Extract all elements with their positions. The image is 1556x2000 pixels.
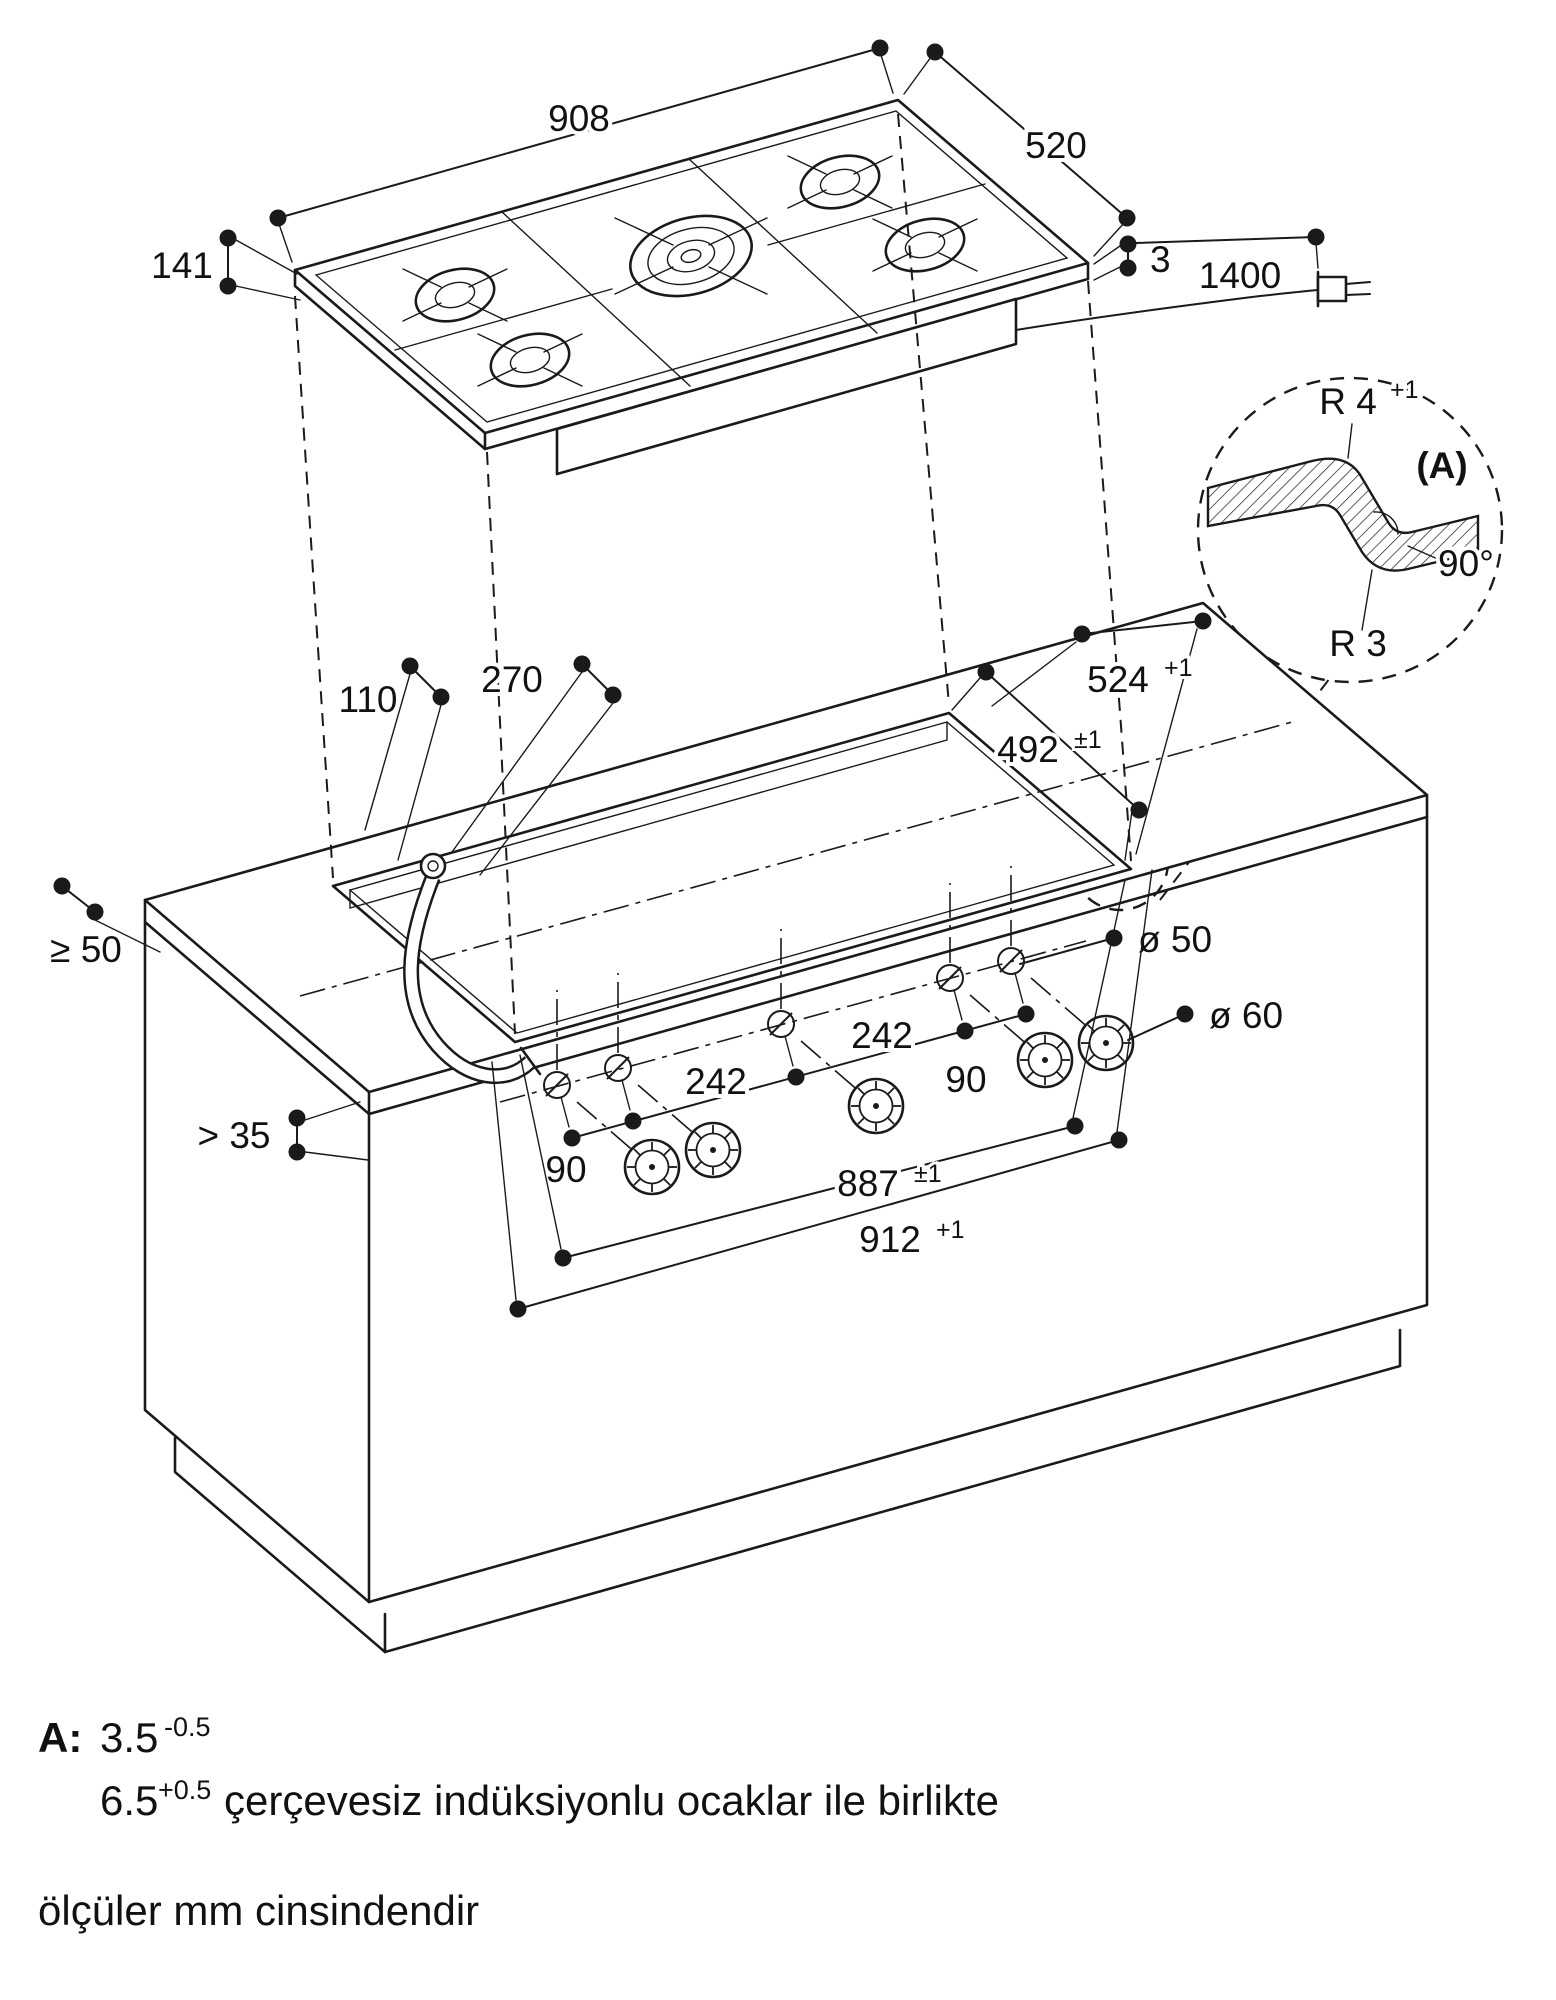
plinth-left xyxy=(173,1436,387,1654)
cutout-centerline xyxy=(299,721,1293,997)
cooktop-view xyxy=(293,98,1371,476)
dim-knob-diameter: ø 60 xyxy=(1209,995,1283,1036)
dim-min-front-clearance: > 35 xyxy=(197,1115,270,1156)
label-radius-outer: R 4 xyxy=(1319,381,1377,422)
label-section-ref: (A) xyxy=(1416,445,1467,486)
gas-connector xyxy=(419,852,447,880)
knob xyxy=(1016,1031,1074,1089)
projection-lines xyxy=(294,113,1132,1035)
detail-section-view: R 4 +1 (A) 90° R 3 xyxy=(1070,373,1504,912)
units-note: ölçüler mm cinsindendir xyxy=(38,1887,479,1934)
dim-min-side-clearance: ≥ 50 xyxy=(50,929,122,970)
dim-offset-gas: 270 xyxy=(481,659,543,700)
knob xyxy=(623,1138,681,1196)
knob xyxy=(1077,1014,1135,1072)
note-b-tol: +0.5 xyxy=(158,1775,211,1805)
plinth-front xyxy=(383,1328,1402,1654)
knob xyxy=(847,1077,905,1135)
dim-knob-pitch-small-right: 90 xyxy=(945,1059,986,1100)
label-angle: 90° xyxy=(1438,543,1494,584)
burner-left-back xyxy=(414,267,496,323)
dim-knob-pitch-small-left: 90 xyxy=(545,1149,586,1190)
dim-cutout-depth-tol: ±1 xyxy=(1074,726,1102,754)
knob-holes xyxy=(543,866,1092,1155)
burner-right-back xyxy=(799,154,881,210)
hole-mark xyxy=(543,1071,571,1099)
note-b-value: 6.5 xyxy=(100,1777,158,1824)
dim-cutout-depth-max-tol: +1 xyxy=(1164,654,1193,682)
cutout-wall xyxy=(349,721,948,909)
cabinet-front-face xyxy=(367,815,1429,1604)
burner-right-front xyxy=(884,217,966,273)
hob-top-face xyxy=(293,98,1090,435)
label-radius-inner: R 3 xyxy=(1329,623,1387,664)
hole-mark xyxy=(604,1054,632,1082)
hole-mark xyxy=(997,947,1025,975)
label-radius-outer-tol: +1 xyxy=(1390,376,1419,404)
dim-cutout-width-max: 912 xyxy=(859,1219,921,1260)
hob-inner-rim xyxy=(314,110,1069,423)
note-a-tol: -0.5 xyxy=(164,1712,211,1742)
dim-cutout-depth-max: 524 xyxy=(1087,659,1149,700)
dim-cable-length: 1400 xyxy=(1199,255,1281,296)
hole-mark xyxy=(767,1010,795,1038)
note-b-text: çerçevesiz indüksiyonlu ocaklar ile birl… xyxy=(224,1777,999,1824)
dim-cutout-width: 887 xyxy=(837,1163,899,1204)
worktop-edge-section xyxy=(1206,457,1480,572)
plug-icon xyxy=(1316,270,1371,308)
cabinet-view xyxy=(143,113,1429,1654)
hob-dimensions: 908 520 141 3 1400 xyxy=(147,39,1325,301)
dim-knob-pitch-large-right: 242 xyxy=(851,1015,913,1056)
cabinet-left-face xyxy=(143,920,371,1604)
burner-left-front xyxy=(489,332,571,388)
note-a-key: A: xyxy=(38,1714,82,1761)
cutout-inner-rim xyxy=(348,721,1116,1034)
note-a-value: 3.5 xyxy=(100,1714,158,1761)
knob xyxy=(684,1121,742,1179)
hob-chassis xyxy=(555,297,1018,476)
gas-hose xyxy=(403,852,542,1084)
dim-hob-width: 908 xyxy=(548,98,610,139)
pan-supports xyxy=(402,155,978,387)
footnotes: A: 3.5 -0.5 6.5 +0.5 çerçevesiz indüksiy… xyxy=(38,1712,999,1934)
dim-hole-diameter: ø 50 xyxy=(1138,919,1212,960)
hole-mark xyxy=(936,964,964,992)
worktop-cutout xyxy=(331,711,1133,1044)
dim-offset-left: 110 xyxy=(339,679,398,720)
dim-cutout-width-tol: ±1 xyxy=(914,1160,942,1188)
dim-knob-pitch-large-left: 242 xyxy=(685,1061,747,1102)
dim-cutout-depth: 492 xyxy=(997,729,1059,770)
power-cord xyxy=(1015,289,1319,331)
dim-hob-depth: 520 xyxy=(1025,125,1087,166)
dim-plate-thickness: 3 xyxy=(1150,239,1171,280)
dim-cutout-width-max-tol: +1 xyxy=(936,1216,965,1244)
dim-hob-height: 141 xyxy=(151,245,213,286)
worktop-dimensions: 110 270 524 +1 492 ±1 ≥ 50 ø 50 ø 60 xyxy=(46,612,1287,1318)
burner-center xyxy=(629,214,753,298)
